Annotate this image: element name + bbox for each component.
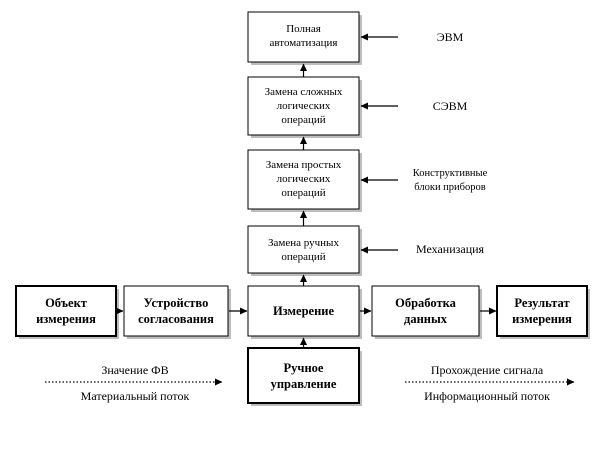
full-automation-line-1: Полная xyxy=(286,23,321,35)
manual-control-line-2: управление xyxy=(271,377,337,391)
box-result: Результат измерения xyxy=(496,285,590,339)
object-line-1: Объект xyxy=(45,296,87,310)
box-processing: Обработка данных xyxy=(371,285,482,339)
simple-logic-line-1: Замена простых xyxy=(266,159,342,171)
simple-logic-line-3: операций xyxy=(281,187,325,199)
legend-left-top: Значение ФВ xyxy=(101,363,168,377)
processing-line-1: Обработка xyxy=(395,296,456,310)
result-line-2: измерения xyxy=(512,312,572,326)
manual-ops-line-2: операций xyxy=(281,251,325,263)
box-simple-logic: Замена простых логических операций xyxy=(247,149,362,212)
legend-right-bottom: Информационный поток xyxy=(424,389,550,403)
box-matching-device: Устройство согласования xyxy=(123,285,231,339)
matching-device-line-2: согласования xyxy=(138,312,214,326)
box-manual-ops: Замена ручных операций xyxy=(247,225,362,276)
box-object: Объект измерения xyxy=(15,285,119,339)
complex-logic-line-1: Замена сложных xyxy=(265,86,343,98)
complex-logic-line-2: логических xyxy=(277,100,331,112)
legend-left-bottom: Материальный поток xyxy=(81,389,190,403)
label-computer: ЭВМ xyxy=(437,30,464,44)
matching-device-line-1: Устройство xyxy=(144,296,209,310)
processing-line-2: данных xyxy=(404,312,448,326)
object-line-2: измерения xyxy=(36,312,96,326)
label-mechanization: Механизация xyxy=(416,242,485,256)
manual-ops-line-1: Замена ручных xyxy=(268,237,339,249)
simple-logic-line-2: логических xyxy=(277,173,331,185)
measurement-label: Измерение xyxy=(273,304,335,318)
box-manual-control: Ручное управление xyxy=(247,347,362,406)
manual-control-line-1: Ручное xyxy=(284,361,324,375)
label-instrument-blocks-line-2: блоки приборов xyxy=(414,182,485,193)
complex-logic-line-3: операций xyxy=(281,114,325,126)
label-instrument-blocks-line-1: Конструктивные xyxy=(413,168,488,179)
box-complex-logic: Замена сложных логических операций xyxy=(247,76,362,138)
result-line-1: Результат xyxy=(514,296,569,310)
full-automation-line-2: автоматизация xyxy=(270,37,338,49)
box-measurement: Измерение xyxy=(247,285,362,339)
label-special-computer: СЭВМ xyxy=(433,99,468,113)
box-full-automation: Полная автоматизация xyxy=(247,11,362,65)
legend-right-top: Прохождение сигнала xyxy=(431,363,544,377)
